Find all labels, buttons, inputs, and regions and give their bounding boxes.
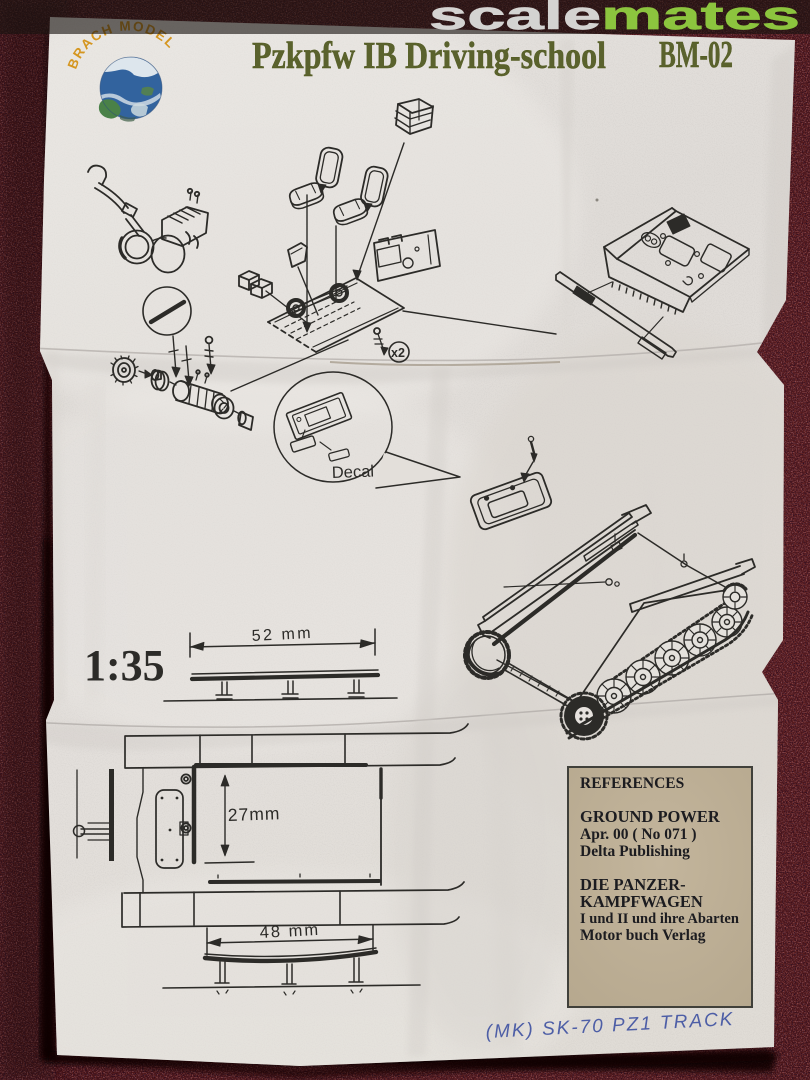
svg-text:Apr. 00 ( No 071 ): Apr. 00 ( No 071 ) bbox=[580, 826, 697, 843]
svg-text:REFERENCES: REFERENCES bbox=[580, 775, 684, 792]
svg-text:27mm: 27mm bbox=[227, 803, 280, 825]
svg-text:KAMPFWAGEN: KAMPFWAGEN bbox=[580, 892, 703, 911]
svg-text:48 mm: 48 mm bbox=[259, 921, 320, 942]
svg-text:Decal: Decal bbox=[332, 463, 375, 482]
svg-text:x2: x2 bbox=[391, 346, 405, 360]
svg-text:BM-02: BM-02 bbox=[659, 34, 733, 76]
svg-text:52 mm: 52 mm bbox=[251, 625, 313, 645]
svg-text:Motor buch Verlag: Motor buch Verlag bbox=[580, 927, 706, 944]
svg-text:I und II und ihre Abarten: I und II und ihre Abarten bbox=[580, 911, 739, 927]
svg-text:GROUND POWER: GROUND POWER bbox=[580, 807, 721, 826]
svg-text:1:35: 1:35 bbox=[84, 641, 165, 690]
svg-text:Delta Publishing: Delta Publishing bbox=[580, 843, 690, 860]
svg-text:Pzkpfw IB Driving-school: Pzkpfw IB Driving-school bbox=[252, 35, 606, 77]
svg-text:DIE PANZER-: DIE PANZER- bbox=[580, 875, 686, 894]
svg-text:scalemates: scalemates bbox=[429, 0, 800, 38]
